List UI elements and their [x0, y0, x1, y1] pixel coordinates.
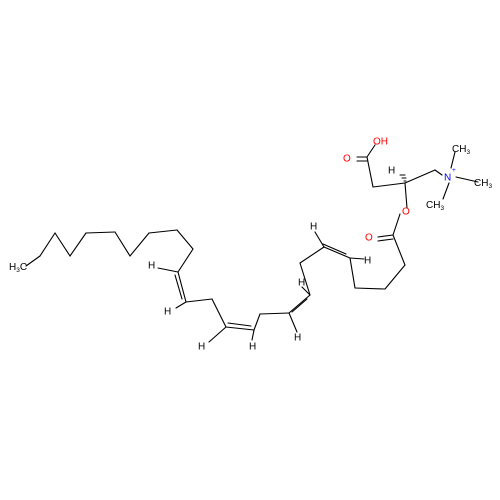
acid-carbonyl-oxygen-label: O — [343, 154, 351, 165]
vinyl-hydrogen-label: H — [164, 307, 171, 318]
bond — [54, 232, 71, 257]
bond — [450, 151, 456, 169]
bond — [299, 246, 325, 264]
bond — [442, 182, 450, 200]
methyl-bottom-label: CH3 — [426, 200, 444, 212]
bond — [372, 182, 406, 188]
bond — [384, 264, 406, 290]
bond — [129, 232, 150, 257]
bond — [225, 326, 255, 331]
methyl-right-label: CH3 — [474, 178, 492, 190]
bond — [301, 286, 311, 296]
bond — [323, 246, 351, 259]
bond — [299, 262, 311, 296]
ester-carbonyl-oxygen-label: O — [365, 233, 373, 244]
bond — [354, 287, 386, 290]
bond — [185, 298, 213, 303]
vinyl-hydrogen-label: H — [364, 256, 371, 267]
bond — [291, 298, 308, 313]
vinyl-hydrogen-label: H — [148, 261, 155, 272]
bond — [288, 294, 311, 314]
bond — [253, 313, 261, 331]
vinyl-hydrogen-label: H — [294, 333, 301, 344]
bond — [392, 213, 401, 236]
bond — [69, 232, 87, 257]
nitrogen-label: N — [444, 173, 451, 184]
ester-oxygen-label: O — [402, 207, 410, 218]
vinyl-hydrogen-label: H — [249, 342, 256, 353]
hydroxyl-label: OH — [373, 137, 388, 148]
bond — [39, 232, 56, 257]
bond — [377, 238, 394, 242]
bond — [349, 257, 356, 289]
bond — [404, 182, 408, 209]
bond — [434, 169, 443, 176]
bond — [177, 248, 194, 273]
bond — [85, 231, 116, 234]
bond — [176, 229, 194, 250]
bond — [288, 312, 298, 333]
methyl-top-label: CH3 — [452, 144, 470, 156]
vinyl-hydrogen-label: H — [310, 222, 317, 233]
bond — [114, 231, 131, 257]
bond — [366, 144, 376, 158]
bond — [259, 312, 290, 315]
bond — [455, 176, 479, 183]
bond — [175, 301, 187, 309]
bond — [251, 329, 255, 341]
bond — [208, 326, 227, 343]
bond — [322, 243, 347, 255]
bond — [377, 234, 394, 238]
bond — [349, 257, 365, 260]
bond — [148, 229, 178, 234]
stereo-hydrogen-label: H — [388, 166, 395, 177]
vinyl-hydrogen-label: H — [198, 342, 205, 353]
bond — [157, 267, 179, 273]
bond — [177, 271, 187, 303]
terminal-methyl-label: H3C — [9, 262, 27, 274]
bond — [366, 156, 374, 188]
vinyl-hydrogen-label: H — [298, 278, 305, 289]
bond — [174, 274, 183, 300]
bond — [314, 231, 325, 248]
nitrogen-charge-label: + — [452, 167, 456, 174]
stereo-hash-bond — [399, 174, 407, 182]
bond — [211, 298, 227, 328]
bond — [25, 255, 41, 267]
bond — [404, 169, 436, 184]
bond — [227, 322, 252, 327]
bond — [392, 234, 406, 266]
